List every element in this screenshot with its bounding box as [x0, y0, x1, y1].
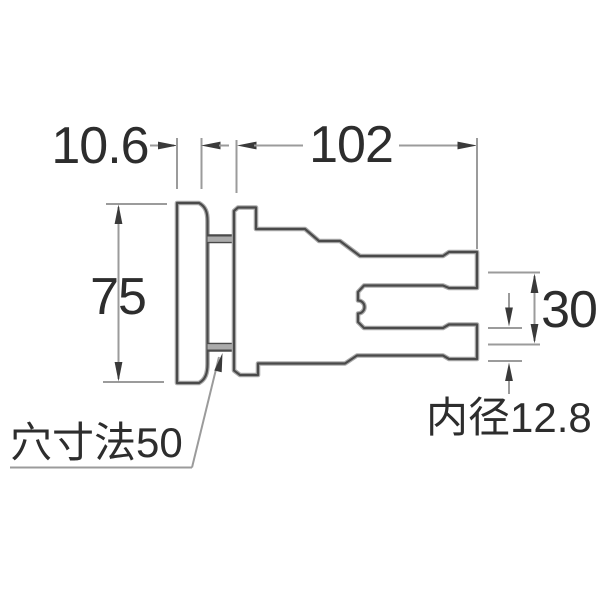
dim-value-outlet-pitch: 30: [541, 281, 598, 339]
dim-30-arrow-up-icon: [530, 273, 539, 293]
hole-size-leader: [10, 353, 223, 469]
dimension-10-6-lines: [150, 138, 229, 189]
body-outline: [231, 205, 480, 378]
dim-id-arrow-down-icon: [505, 307, 513, 327]
dim-value-flange-height: 75: [90, 268, 147, 326]
flange-shade: [174, 200, 210, 386]
hole-size-arrow-icon: [214, 353, 223, 373]
body-edge: [232, 206, 479, 377]
dim-30-arrow-down-icon: [530, 324, 539, 344]
neck-bottom-shading: [207, 343, 235, 350]
body-shade: [231, 205, 480, 378]
dim-10-6-arrow-left-icon: [201, 141, 221, 150]
neck-outline: [207, 234, 235, 352]
flange-edge: [175, 201, 209, 385]
dimension-inner-dia-lines: [488, 293, 522, 394]
dim-value-body-length: 102: [309, 116, 394, 174]
dim-102-arrow-right-icon: [457, 141, 477, 150]
dimension-30-lines: [488, 271, 540, 346]
dim-75-arrow-down-icon: [114, 362, 123, 382]
label-inner-diameter: 内径12.8: [426, 394, 592, 441]
dim-102-arrow-left-icon: [237, 141, 257, 150]
dim-id-arrow-up-icon: [505, 362, 513, 381]
dim-value-flange-thickness: 10.6: [51, 117, 149, 175]
dim-10-6-arrow-right-icon: [158, 141, 178, 150]
dimension-75-lines: [103, 203, 167, 383]
dimension-102-lines: [235, 138, 478, 249]
hole-size-leader-line: [191, 356, 220, 468]
flange-outline: [174, 200, 210, 386]
dim-75-arrow-up-icon: [114, 204, 123, 224]
neck-top-shading: [207, 236, 235, 242]
label-hole-size: 穴寸法50: [10, 419, 183, 466]
